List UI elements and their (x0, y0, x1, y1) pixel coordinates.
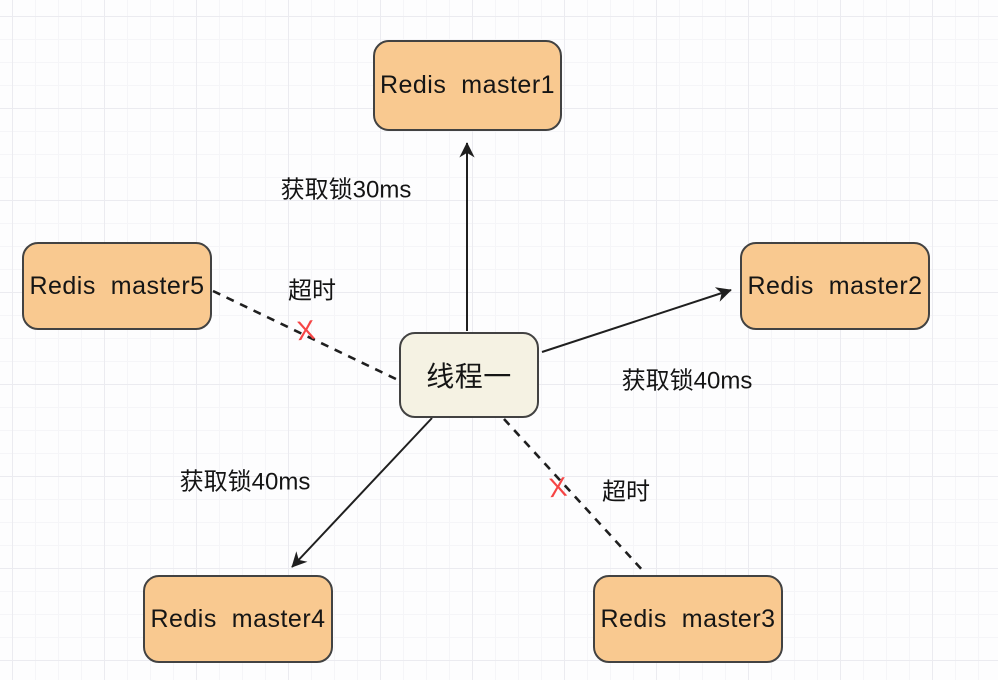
edge-label-timeout-left: 超时 (288, 277, 336, 305)
edge-label-acquire-40ms-right: 获取锁40ms (621, 367, 753, 395)
node-redis-master5: Redis master5 (22, 242, 212, 330)
edge-label-acquire-30ms: 获取锁30ms (280, 176, 412, 204)
node-redis-master5-label: Redis master5 (29, 271, 205, 300)
node-redis-master3: Redis master3 (593, 575, 783, 663)
node-redis-master2-label: Redis master2 (747, 271, 923, 300)
edge-label-timeout-right: 超时 (602, 478, 650, 506)
timeout-x-icon-right: X (547, 471, 569, 504)
node-redis-master4: Redis master4 (143, 575, 333, 663)
edge-thread-to-master4 (291, 417, 433, 568)
node-redis-master3-label: Redis master3 (600, 604, 776, 633)
node-redis-master2: Redis master2 (740, 242, 930, 330)
node-redis-master4-label: Redis master4 (150, 604, 326, 633)
node-thread-one-label: 线程一 (426, 361, 512, 392)
node-redis-master1-label: Redis master1 (379, 71, 556, 99)
edge-label-acquire-40ms-left: 获取锁40ms (179, 468, 311, 496)
node-redis-master1: Redis master1 (373, 40, 562, 131)
timeout-x-icon-left: X (295, 314, 317, 347)
node-thread-one: 线程一 (399, 332, 539, 418)
edge-thread-to-master2 (541, 287, 732, 353)
